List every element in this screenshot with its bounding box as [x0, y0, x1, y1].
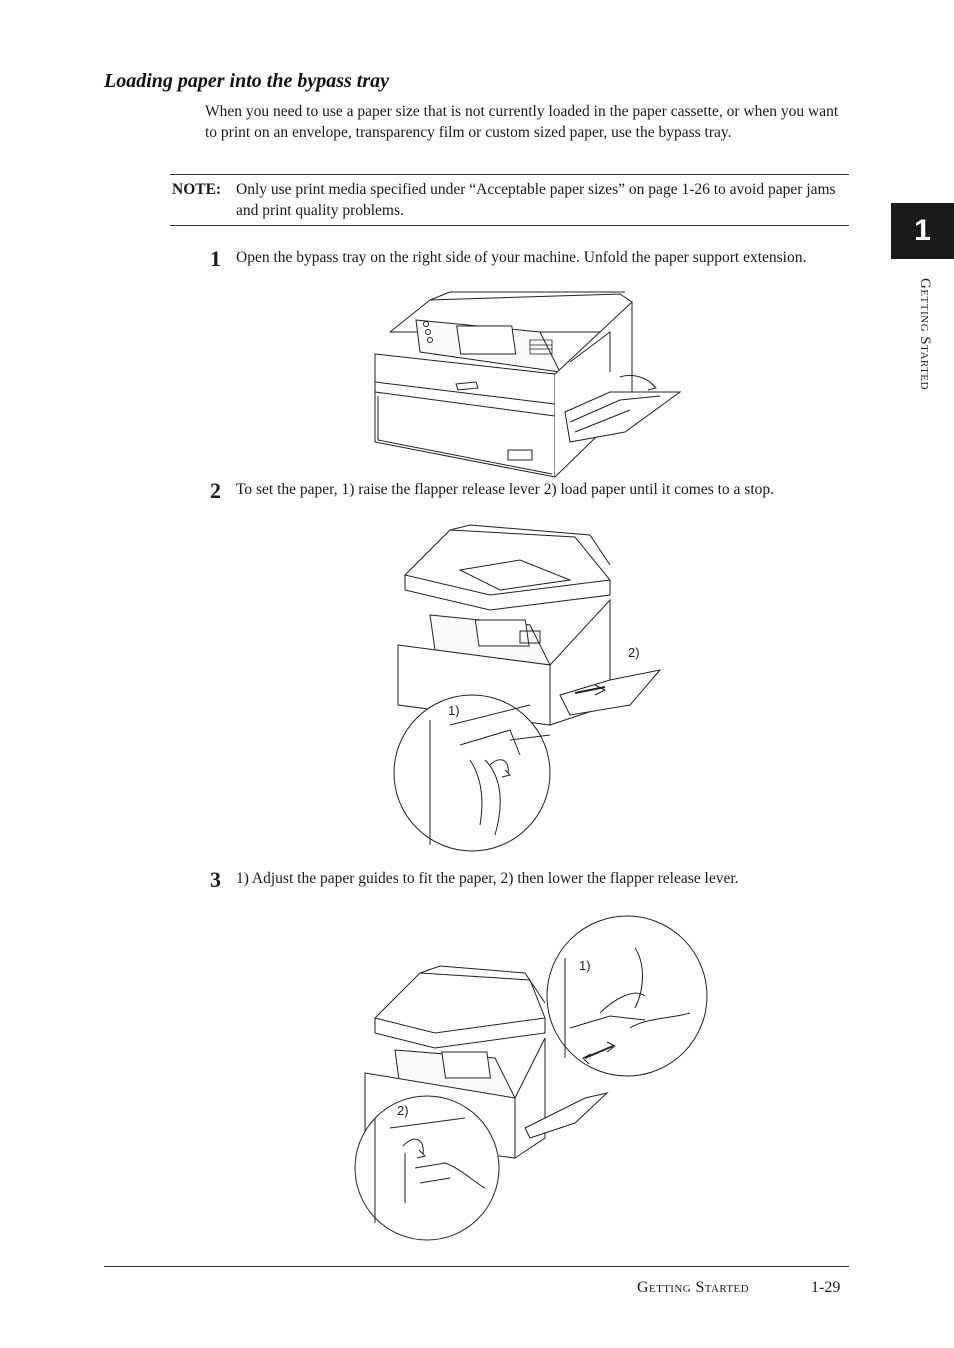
step-3-callout-2: 2)	[397, 1103, 409, 1118]
footer-rule	[104, 1266, 849, 1267]
step-1-text: Open the bypass tray on the right side o…	[236, 249, 807, 266]
step-3-illustration: 1) 2)	[345, 918, 710, 1243]
note-label: NOTE:	[172, 181, 222, 198]
note-text: Only use print media specified under “Ac…	[236, 181, 836, 219]
note-top-rule	[170, 174, 849, 175]
step-2-callout-1: 1)	[448, 703, 460, 718]
step-1-illustration	[370, 292, 685, 482]
step-3-text: 1) Adjust the paper guides to fit the pa…	[236, 870, 739, 887]
step-2-number: 2	[210, 478, 221, 503]
step-3-callout-1: 1)	[579, 958, 591, 973]
step-2-illustration: 1) 2)	[390, 525, 670, 855]
side-chapter-label: Getting Started	[917, 278, 933, 390]
footer-section-title: Getting Started	[637, 1279, 750, 1296]
note-bottom-rule	[170, 225, 849, 226]
footer-page-number: 1-29	[811, 1279, 841, 1296]
step-3-number: 3	[210, 867, 221, 892]
step-2-callout-2: 2)	[628, 645, 640, 660]
intro-paragraph: When you need to use a paper size that i…	[205, 103, 839, 141]
step-2-text: To set the paper, 1) raise the flapper r…	[236, 481, 775, 498]
step-1-number: 1	[210, 246, 221, 271]
section-title: Loading paper into the bypass tray	[104, 70, 390, 92]
chapter-tab: 1	[891, 203, 954, 259]
